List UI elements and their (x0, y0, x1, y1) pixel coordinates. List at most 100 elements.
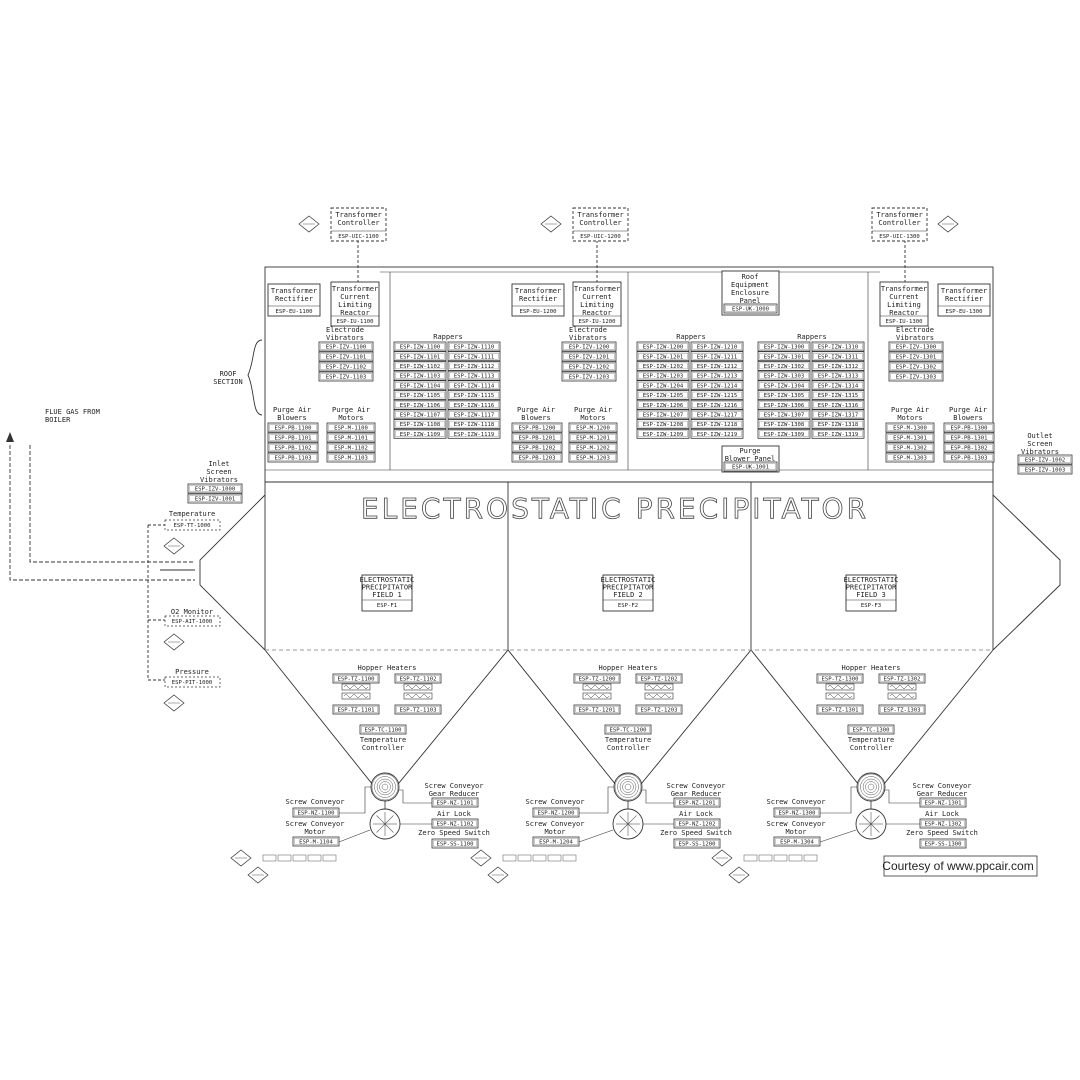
s2-current-limiting-reactor-tag: ESP-IU-1200 (578, 319, 615, 325)
s1-purge-air-motor: ESP-M-1101 (334, 436, 368, 442)
rappers-3-rapper-box (757, 409, 811, 420)
s3-field-label: PRECIPITATOR (846, 584, 897, 592)
s1-electrode-vibrator-box (318, 341, 374, 352)
rappers-2-rapper-inner (638, 382, 688, 389)
s1-gear-reducer-tag: ESP-NZ-1101 (436, 801, 473, 807)
rappers-3-rapper-inner (813, 353, 863, 360)
s1-purge-air-motor: ESP-M-1102 (334, 446, 368, 452)
rappers-3-rapper-box (811, 380, 865, 391)
roof-panel-label: Equipment (731, 281, 769, 289)
rappers-2-rapper: ESP-IZW-1207 (643, 413, 683, 419)
s3-purge-motors-label: Motors (897, 414, 922, 422)
s2-aux-device (517, 854, 532, 862)
s2-electrode-vibrator-box (561, 351, 617, 362)
s1-screw-motor-tag-box (292, 836, 340, 847)
s3-purge-air-blower-box (943, 452, 995, 463)
s1-air-lock-vane-icon (376, 815, 386, 825)
s2-electrode-vibrator-box (561, 371, 617, 382)
s1-electrode-vibrator-box (318, 351, 374, 362)
s1-purge-air-blower: ESP-PB-1103 (274, 456, 311, 462)
s1-purge-air-blower-box (267, 432, 319, 443)
s1-purge-air-motor-box (326, 432, 376, 443)
rappers-1-rapper-box (447, 409, 501, 420)
s2-field-label: ELECTROSTATIC (601, 576, 656, 584)
s1-temperature-controller-tag-box (359, 724, 407, 735)
rappers-2-rapper-box (636, 419, 690, 430)
s1-transformer-controller (330, 207, 387, 242)
s3-current-limiting-reactor-label: Limiting (887, 301, 921, 309)
s2-purge-blowers-label: Blowers (521, 414, 551, 422)
s3-gear-reducer-label: Gear Reducer (917, 790, 968, 798)
s3-air-lock-vane-icon (870, 815, 880, 825)
s3-gear-reducer-tag: ESP-NZ-1301 (924, 801, 961, 807)
s1-hopper-heater-inner (396, 675, 440, 682)
rappers-3-rapper-inner (759, 343, 809, 350)
rappers-1-rapper-box (447, 341, 501, 352)
rappers-1-rapper: ESP-IZW-1109 (400, 432, 440, 438)
rappers-3-rapper: ESP-IZW-1305 (764, 393, 804, 399)
s3-field-box (845, 574, 897, 612)
s1-transformer-controller-tag: ESP-UIC-1100 (338, 234, 378, 240)
s1-purge-air-blower-box (267, 452, 319, 463)
s1-electrode-vibrator-inner (320, 363, 372, 370)
s1-conveyor-link (339, 786, 371, 814)
s2-current-limiting-reactor (572, 281, 622, 327)
rappers-3-rapper-inner (759, 391, 809, 399)
rappers-1-rapper-inner (449, 372, 499, 379)
s2-purge-air-blower-box (511, 422, 563, 433)
s2-heater-element-icon (582, 683, 612, 691)
rappers-3-rapper: ESP-IZW-1300 (764, 345, 804, 351)
s2-transformer-controller-tag: ESP-UIC-1200 (580, 234, 620, 240)
rappers-1-rapper-inner (395, 343, 445, 350)
s3-electrode-vibrator: ESP-IZV-1303 (896, 375, 936, 381)
s2-screw-conveyor-tag-box (532, 807, 580, 818)
rappers-3-rapper: ESP-IZW-1312 (818, 364, 858, 370)
s1-field-label: ELECTROSTATIC (360, 576, 415, 584)
s2-electrode-vibrators-label: Vibrators (569, 334, 607, 342)
s1-screw-flight-icon (381, 783, 389, 791)
rappers-2-rapper-inner (692, 343, 742, 350)
rappers-3-rapper-inner (759, 372, 809, 379)
s2-hopper-heaters-label: Hopper Heaters (598, 664, 657, 672)
s2-transformer-controller (572, 207, 629, 242)
s3-electrode-vibrator-box (888, 341, 944, 352)
s1-electrode-vibrator-box (318, 371, 374, 382)
s3-transformer-controller-tag: ESP-UIC-1300 (879, 234, 919, 240)
s1-zero-speed-tag-inner (433, 840, 477, 847)
s2-gear-reducer-tag: ESP-NZ-1201 (678, 801, 715, 807)
s2-aux-device (532, 854, 547, 862)
s2-gear-reducer-tag-inner (675, 799, 719, 806)
s3-purge-air-motor: ESP-M-1301 (893, 436, 927, 442)
roof-section-label: ROOF (220, 370, 237, 378)
s3-screw-conveyor-label: Screw Conveyor (766, 798, 825, 806)
rappers-2-rapper-box (690, 380, 744, 391)
s1-screw-motor-label: Motor (304, 828, 325, 836)
s3-field-label: FIELD 3 (856, 591, 886, 599)
s2-purge-air-motor-inner (570, 444, 616, 451)
rappers-3-rapper-inner (813, 343, 863, 350)
s3-purge-blowers-label: Blowers (953, 414, 983, 422)
s1-hopper-heater: ESP-TZ-1102 (399, 677, 436, 683)
rappers-1-rapper-inner (449, 362, 499, 370)
s2-purge-air-blower-box (511, 452, 563, 463)
s2-current-limiting-reactor-label: Current (582, 293, 612, 301)
s1-purge-air-motor-inner (328, 424, 374, 431)
s2-air-lock-vane-icon (619, 815, 629, 825)
rappers-3-rapper: ESP-IZW-1308 (764, 422, 805, 428)
s2-screw-motor-label: Screw Conveyor (525, 820, 584, 828)
s2-purge-air-motor-box (568, 452, 618, 463)
s1-screw-flight-icon (379, 781, 391, 793)
rappers-3-rapper-box (757, 419, 811, 430)
s2-field-box (602, 574, 654, 612)
s1-hopper-heater: ESP-TZ-1101 (337, 708, 374, 714)
s2-screw-conveyor-tag: ESP-NZ-1200 (537, 811, 574, 817)
o2-transmitter (164, 615, 221, 627)
rappers-2-rapper-box (636, 341, 690, 352)
s3-electrode-vibrator-inner (890, 353, 942, 360)
s2-screw-flight-icon (622, 781, 634, 793)
s2-air-lock-label: Air Lock (679, 810, 714, 818)
s1-purge-air-motor-box (326, 442, 376, 453)
s2-screw-conveyor-label: Screw Conveyor (525, 798, 584, 806)
s1-hopper-heater-inner (334, 706, 378, 713)
s1-current-limiting-reactor-label: Current (340, 293, 370, 301)
